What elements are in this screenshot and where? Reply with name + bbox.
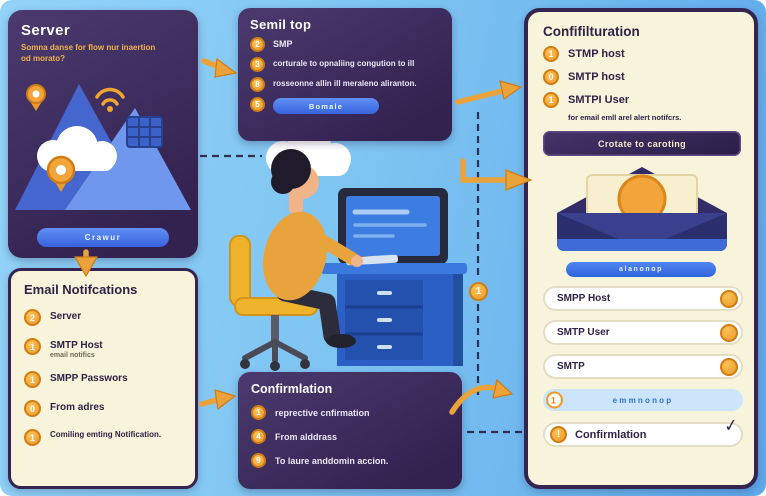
connector-number-badge: 1 bbox=[469, 282, 488, 301]
smtp-field[interactable]: SMTP bbox=[543, 354, 743, 380]
list-item-label: To laure anddomin accion. bbox=[275, 455, 389, 466]
list-item: 1 SMTPI User bbox=[543, 92, 739, 108]
warning-icon: ! bbox=[550, 426, 567, 444]
wifi-icon bbox=[95, 87, 125, 106]
list-item-label: SMPP Passwors bbox=[50, 373, 128, 384]
step-number-badge: 4 bbox=[251, 429, 266, 444]
list-item-label: From adres bbox=[50, 402, 105, 413]
desk bbox=[337, 272, 463, 366]
arrow-setup-to-config bbox=[455, 80, 523, 105]
list-item-label: rosseonne allin ill meraleno aliranton. bbox=[273, 79, 417, 88]
step-number-badge: 9 bbox=[251, 453, 266, 468]
field-label: SMTP bbox=[557, 361, 585, 373]
list-item: 0 From adres bbox=[24, 400, 182, 417]
list-item: 2 SMP bbox=[250, 37, 440, 52]
list-item: 1 reprective cnfirmation bbox=[251, 405, 449, 420]
configure-button[interactable]: Crotate to caroting bbox=[543, 131, 741, 157]
list-item-label: corturale to opnaliing congution to ill bbox=[273, 59, 415, 68]
email-notifications-panel: Email Notifcations 2 Server 1 SMTP Host … bbox=[8, 268, 198, 489]
person-at-desk-illustration bbox=[229, 128, 467, 371]
confirmation-title: Confirmlation bbox=[251, 382, 333, 396]
list-item-label: Server bbox=[50, 311, 82, 322]
list-item: 1 Comiling emting Notification. bbox=[24, 429, 182, 446]
verification-input[interactable]: 1 emmnonop bbox=[543, 389, 743, 412]
configuration-title: Confifilturation bbox=[543, 24, 640, 39]
email-setup-title: Semil top bbox=[250, 17, 312, 32]
coin-icon bbox=[720, 357, 738, 376]
list-item: 1 SMTP Host email notifics bbox=[24, 338, 182, 359]
list-item: 4 From alddrass bbox=[251, 429, 449, 444]
list-item: 1 SMPP Passwors bbox=[24, 371, 182, 388]
step-number-badge: 0 bbox=[543, 69, 559, 85]
list-item-label: STMP host bbox=[568, 48, 625, 60]
desk-top bbox=[321, 263, 467, 274]
input-number-badge: 1 bbox=[546, 391, 563, 409]
configuration-panel: Confifilturation 1 STMP host 0 SMTP host… bbox=[524, 8, 758, 489]
step-number-badge: 1 bbox=[543, 46, 559, 62]
list-item-label: Comiling emting Notification. bbox=[50, 430, 162, 439]
list-item: 8 rosseonne allin ill meraleno aliranton… bbox=[250, 77, 440, 92]
coin-icon bbox=[720, 323, 738, 342]
monitor bbox=[338, 188, 448, 264]
step-number-badge: 0 bbox=[24, 400, 41, 417]
confirmation-field[interactable]: ! Confirmlation bbox=[543, 422, 743, 448]
input-value: emmnonop bbox=[612, 395, 674, 405]
confirmation-panel: Confirmlation 1 reprective cnfirmation 4… bbox=[238, 372, 462, 489]
step-number-badge: 2 bbox=[24, 309, 41, 326]
list-item-label: From alddrass bbox=[275, 431, 338, 442]
confirmation-label: Confirmlation bbox=[575, 428, 647, 441]
list-item-label: SMP bbox=[273, 39, 293, 49]
list-item-label: SMTPI User bbox=[568, 94, 630, 106]
step-number-badge: 8 bbox=[250, 77, 265, 92]
email-setup-panel: Semil top 2 SMP 3 corturale to opnaliing… bbox=[238, 8, 452, 141]
server-panel: Server Somna danse for flow nur inaertio… bbox=[8, 10, 198, 258]
coin-icon bbox=[720, 289, 738, 308]
step-number-badge: 1 bbox=[24, 429, 41, 446]
email-notifications-title: Email Notifcations bbox=[24, 282, 138, 297]
list-item: 9 To laure anddomin accion. bbox=[251, 453, 449, 468]
field-label: SMPP Host bbox=[557, 293, 611, 305]
list-item-sublabel: email notifics bbox=[50, 352, 95, 359]
step-number-badge: 3 bbox=[250, 57, 265, 72]
field-label: SMTP User bbox=[557, 327, 610, 339]
open-envelope-icon bbox=[557, 167, 727, 252]
server-panel-subtitle: Somna danse for flow nur inaertion od mo… bbox=[21, 43, 156, 63]
location-pin-icon bbox=[26, 84, 46, 111]
server-action-button[interactable]: Crawur bbox=[37, 228, 169, 247]
step-number-badge: 1 bbox=[24, 371, 41, 388]
list-item: 2 Server bbox=[24, 309, 182, 326]
arrow-server-to-setup bbox=[201, 57, 238, 78]
status-chip: alanonop bbox=[566, 262, 716, 278]
configuration-note: for email emll arel alert notifcrs. bbox=[568, 113, 682, 122]
check-icon: ✓ bbox=[722, 415, 740, 436]
step-number-badge: 1 bbox=[251, 405, 266, 420]
person bbox=[263, 149, 363, 348]
setup-action-button[interactable]: Bomale bbox=[273, 98, 379, 114]
step-number-badge: 1 bbox=[543, 92, 559, 108]
list-item-label: reprective cnfirmation bbox=[275, 407, 370, 418]
list-item: 3 corturale to opnaliing congution to il… bbox=[250, 57, 440, 72]
smtp-host-field[interactable]: SMPP Host bbox=[543, 286, 743, 312]
arrow-to-envelope bbox=[460, 158, 533, 191]
calendar-grid-icon bbox=[126, 116, 163, 148]
map-mountains-illustration bbox=[15, 84, 191, 210]
list-item-label: SMTP Host bbox=[50, 340, 103, 351]
list-item: 1 STMP host bbox=[543, 46, 739, 62]
list-item-label: SMTP host bbox=[568, 71, 625, 83]
step-number-badge: 5 bbox=[250, 97, 265, 112]
step-number-badge: 1 bbox=[24, 338, 41, 355]
server-panel-title: Server bbox=[21, 22, 71, 39]
smtp-user-field[interactable]: SMTP User bbox=[543, 320, 743, 346]
location-pin-icon bbox=[46, 155, 76, 192]
step-number-badge: 2 bbox=[250, 37, 265, 52]
arrow-notifications-to-confirmation bbox=[199, 389, 237, 411]
list-item: 5 Bomale bbox=[250, 97, 440, 114]
list-item: 0 SMTP host bbox=[543, 69, 739, 85]
